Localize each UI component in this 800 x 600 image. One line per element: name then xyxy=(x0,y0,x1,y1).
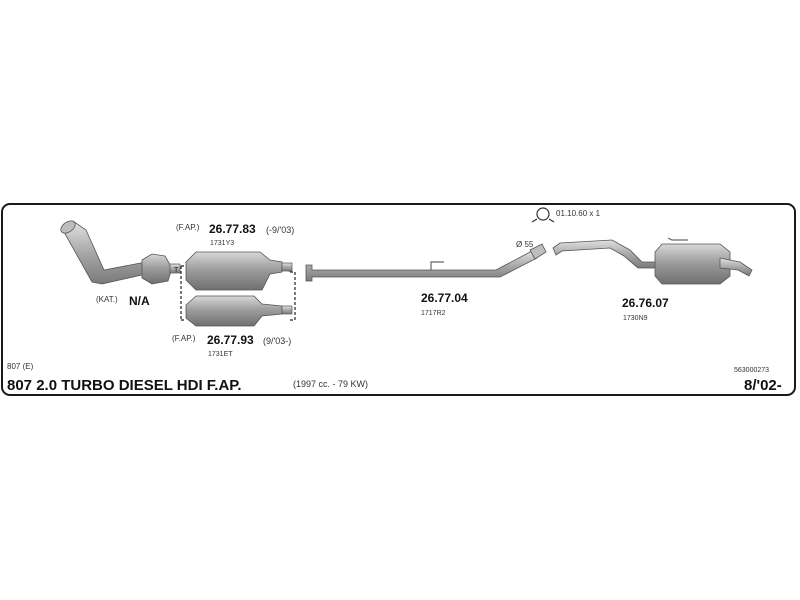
middle-pipe-oem: 1717R2 xyxy=(421,310,446,317)
dpf-bottom-oem: 1731ET xyxy=(208,351,233,358)
rear-silencer-number: 26.76.07 xyxy=(622,296,669,310)
dpf-top[interactable] xyxy=(185,251,293,291)
cat-prefix: (KAT.) xyxy=(96,295,118,304)
rear-silencer[interactable] xyxy=(552,237,753,285)
catalog-ref: 563000273 xyxy=(734,367,770,374)
svg-text:T: T xyxy=(174,267,179,274)
dpf-top-oem: 1731Y3 xyxy=(210,240,235,247)
cat-number: N/A xyxy=(129,294,150,308)
middle-pipe[interactable] xyxy=(305,243,547,282)
dpf-bottom-prefix: (F.AP.) xyxy=(172,334,196,343)
middle-pipe-number: 26.77.04 xyxy=(421,291,468,305)
rear-silencer-oem: 1730N9 xyxy=(623,315,648,322)
model-code: 807 (E) xyxy=(7,362,34,371)
engine-spec: (1997 cc. - 79 KW) xyxy=(293,379,369,389)
clamp-label: 01.10.60 x 1 xyxy=(556,209,601,218)
date-range: 8/'02- xyxy=(744,377,782,394)
diagram-title: 807 2.0 TURBO DIESEL HDI F.AP. xyxy=(7,377,242,394)
diagram-frame xyxy=(1,203,796,396)
dpf-top-range: (-9/'03) xyxy=(266,225,295,235)
dpf-bottom-number: 26.77.93 xyxy=(207,333,254,347)
catalytic-converter[interactable] xyxy=(59,218,181,285)
pipe-diameter: Ø 55 xyxy=(516,240,534,249)
dpf-bottom[interactable] xyxy=(185,295,293,327)
dpf-bottom-range: (9/'03-) xyxy=(263,336,292,346)
dpf-top-number: 26.77.83 xyxy=(209,222,256,236)
clamp-icon xyxy=(531,207,555,223)
dpf-top-prefix: (F.AP.) xyxy=(176,223,200,232)
